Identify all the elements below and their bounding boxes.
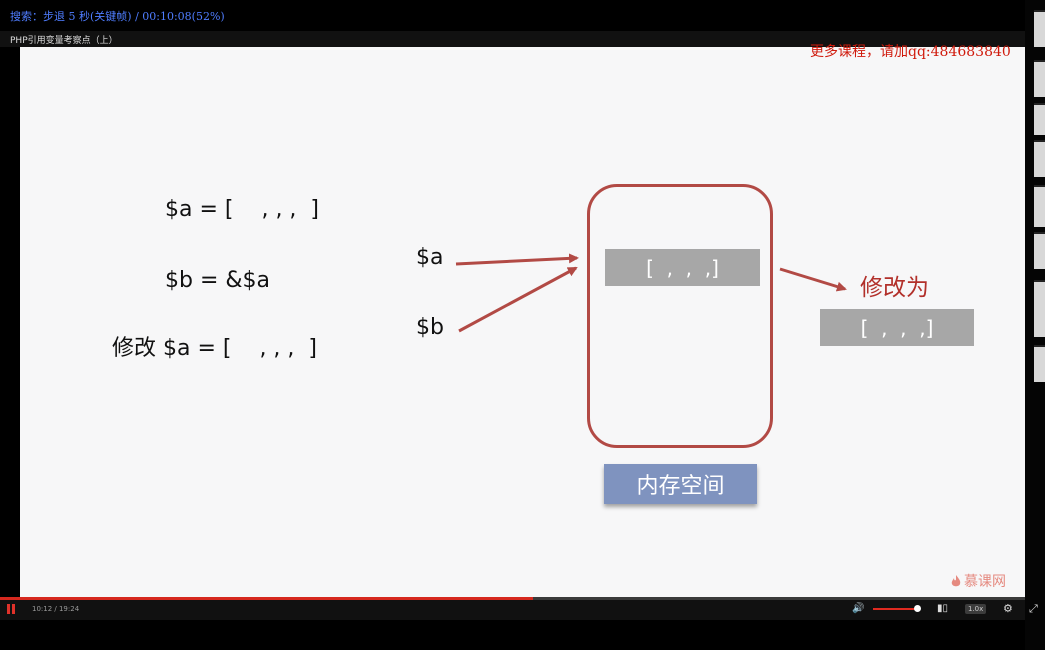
variable-b-label: $b [416, 315, 444, 340]
arrow-a-to-memory [455, 253, 579, 266]
speed-button[interactable]: 1.0x [965, 604, 987, 614]
watermark-logo: 慕课网 [950, 571, 1006, 591]
volume-slider[interactable] [873, 608, 917, 610]
code-line-3: 修改 $a = [ , , , ] [112, 336, 317, 361]
video-title: PHP引用变量考察点（上） [10, 36, 118, 46]
array-in-memory: [ , , ,] [605, 249, 760, 286]
variable-a-label: $a [416, 245, 444, 270]
thumbnail[interactable] [1034, 280, 1045, 337]
settings-icon[interactable]: ⚙ [1003, 602, 1013, 615]
modify-label: 修改为 [860, 275, 929, 301]
progress-fill [0, 597, 533, 600]
watermark-text: 慕课网 [964, 574, 1006, 590]
thumbnail[interactable] [1034, 10, 1045, 47]
promo-text: 更多课程，请加qq:484683840 [810, 44, 1011, 60]
thumbnail[interactable] [1034, 232, 1045, 269]
array-modified: [ , , ,] [820, 309, 974, 346]
thumbnail[interactable] [1034, 140, 1045, 177]
volume-icon[interactable]: 🔊 [852, 603, 865, 614]
volume-slider-handle[interactable] [914, 605, 921, 612]
quality-icon[interactable]: ▮▯ [937, 603, 949, 614]
memory-box [587, 184, 773, 448]
control-bar [0, 600, 1025, 620]
thumbnail[interactable] [1034, 185, 1045, 227]
thumbnail[interactable] [1034, 60, 1045, 97]
fullscreen-icon[interactable]: ⤢ [1029, 602, 1038, 615]
arrow-memory-to-result [779, 267, 847, 292]
thumbnail[interactable] [1034, 103, 1045, 135]
code-line-2: $b = &$a [165, 268, 271, 293]
title-bar [0, 31, 1025, 47]
memory-space-label: 内存空间 [604, 464, 757, 504]
flame-icon [951, 575, 961, 587]
code-line-1: $a = [ , , , ] [165, 197, 319, 222]
pause-icon[interactable] [7, 604, 15, 614]
search-status-text: 搜索：步退 5 秒(关键帧) / 00:10:08(52%) [10, 10, 225, 23]
time-display: 10:12 / 19:24 [32, 605, 80, 613]
arrow-b-to-memory [458, 266, 578, 333]
thumbnail[interactable] [1034, 345, 1045, 382]
